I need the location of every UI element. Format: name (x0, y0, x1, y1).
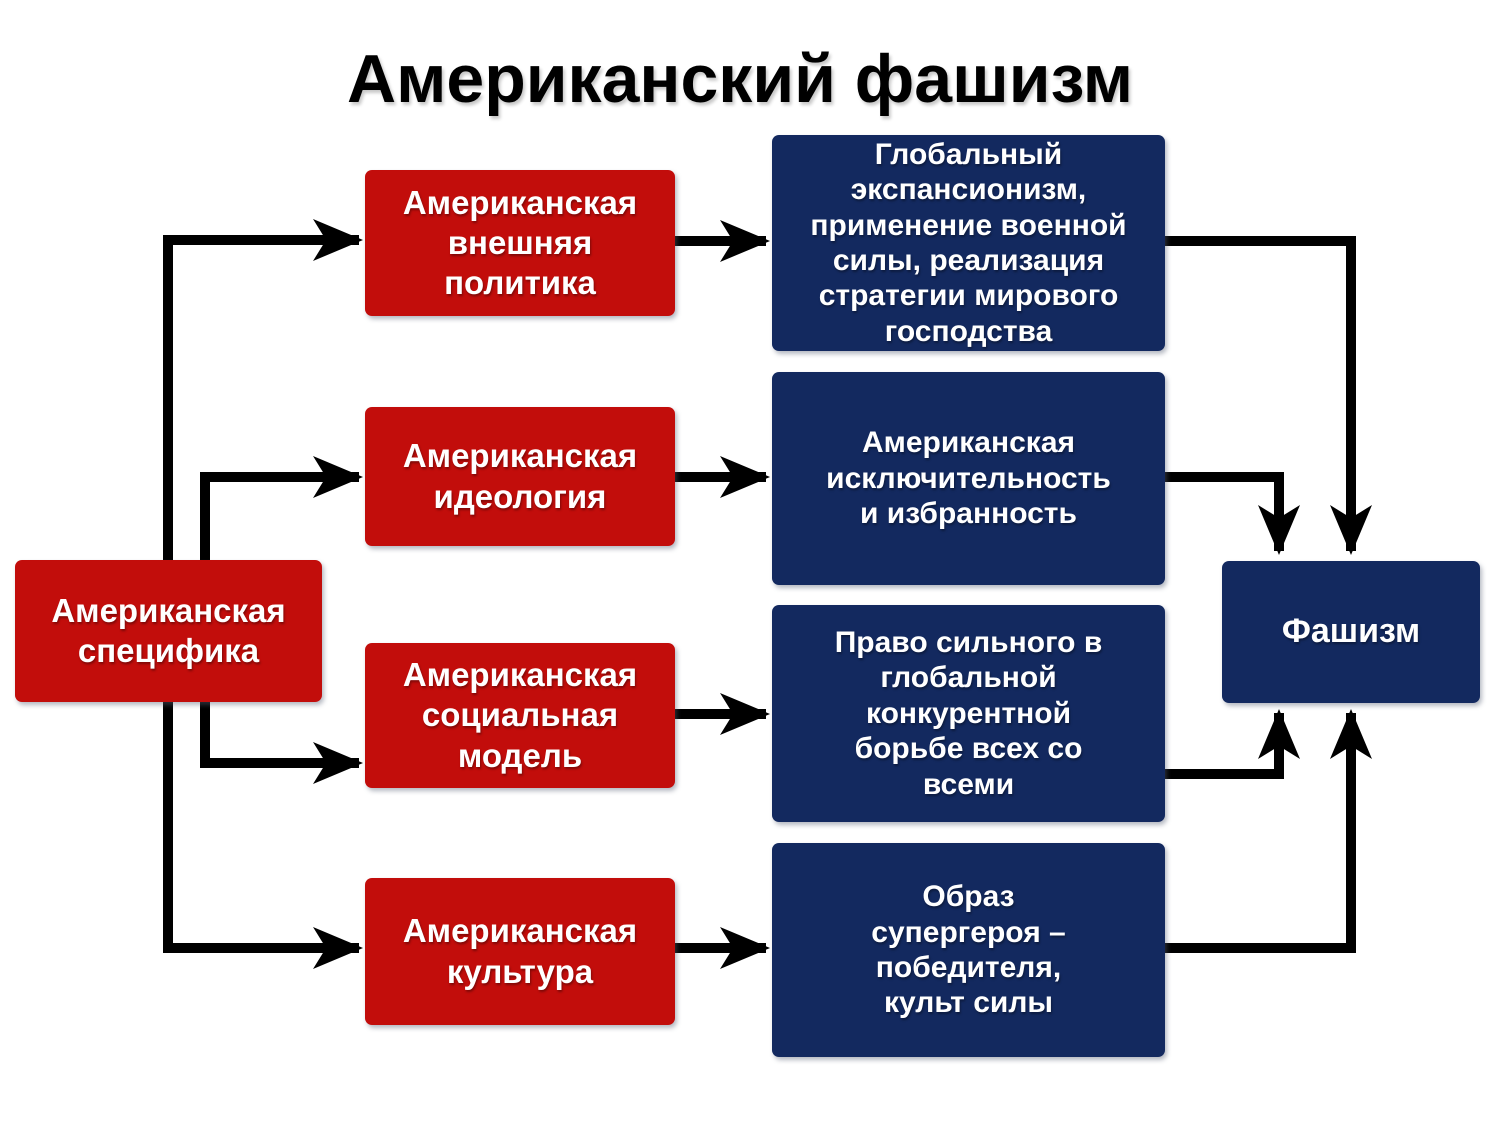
node-american-specifics-label: Американская специфика (51, 591, 286, 669)
node-foreign-policy: Американская внешняя политика (365, 170, 675, 316)
node-foreign-policy-label: Американская внешняя политика (402, 183, 638, 302)
node-fascism-label: Фашизм (1281, 612, 1421, 651)
node-ideology-label: Американская идеология (402, 437, 638, 515)
node-exceptionalism: Американская исключительность и избранно… (772, 372, 1165, 585)
node-superhero-cult: Образ супергероя – победителя, культ сил… (772, 843, 1165, 1057)
node-social-model-label: Американская социальная модель (402, 656, 638, 774)
node-culture: Американская культура (365, 878, 675, 1025)
arrow-superhero-to-fascism (1163, 709, 1372, 953)
page-title: Американский фашизм (346, 41, 1134, 117)
node-right-of-strongest: Право сильного в глобальной конкурентной… (772, 605, 1165, 822)
node-social-model: Американская социальная модель (365, 643, 675, 788)
node-superhero-cult-label: Образ супергероя – победителя, культ сил… (871, 880, 1066, 1020)
node-expansionism: Глобальный экспансионизм, применение вое… (772, 135, 1165, 351)
arrow-expansionism-to-fascism (1163, 236, 1372, 555)
node-right-of-strongest-label: Право сильного в глобальной конкурентной… (834, 626, 1103, 801)
node-american-specifics: Американская специфика (15, 560, 322, 702)
node-exceptionalism-label: Американская исключительность и избранно… (826, 426, 1111, 531)
node-expansionism-label: Глобальный экспансионизм, применение вое… (810, 137, 1127, 348)
node-ideology: Американская идеология (365, 407, 675, 546)
node-fascism: Фашизм (1222, 561, 1480, 703)
arrow-strongest-to-fascism (1163, 709, 1300, 779)
node-culture-label: Американская культура (402, 912, 638, 990)
arrow-exceptionalism-to-fascism (1163, 472, 1300, 555)
